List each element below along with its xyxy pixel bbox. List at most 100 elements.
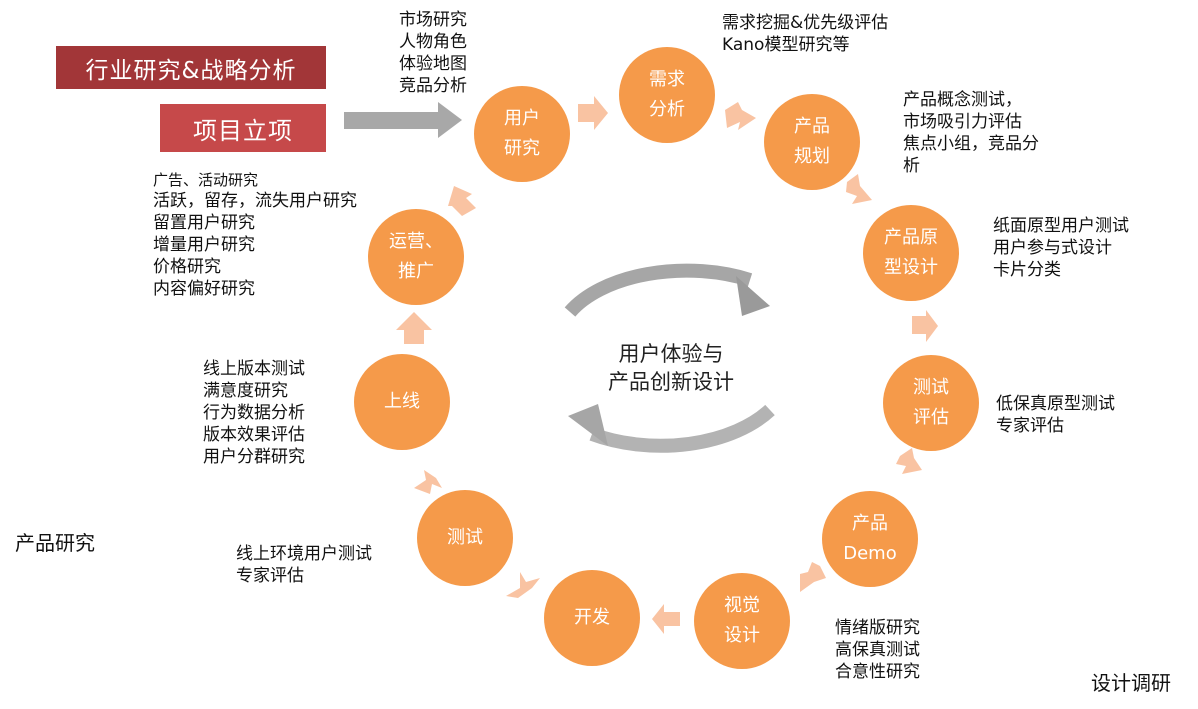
step-arrow-2 (725, 102, 756, 130)
note-line: 高保真测试 (835, 640, 920, 660)
step-arrow-6 (800, 562, 826, 592)
upper-cycle-arc (564, 263, 753, 317)
note-line: 线上环境用户测试 (236, 544, 372, 564)
node-launch: 上线 (354, 354, 450, 450)
note-line: 合意性研究 (835, 662, 920, 682)
node-development: 开发 (544, 570, 640, 666)
note-line: 内容偏好研究 (153, 279, 255, 299)
industry-strategy-tag: 行业研究&战略分析 (56, 46, 326, 89)
node-label-line: 规划 (794, 146, 830, 167)
node-operation: 运营、 推广 (368, 209, 464, 305)
node-label-line: 评估 (913, 407, 949, 428)
node-testing: 测试 (417, 490, 513, 586)
note-line: 增量用户研究 (153, 235, 255, 255)
note-line: 用户参与式设计 (993, 238, 1112, 258)
step-arrow-10 (396, 312, 432, 344)
node-label-line: 研究 (504, 138, 540, 159)
note-line: 价格研究 (153, 257, 221, 277)
center-title-line-1: 用户体验与 (618, 342, 724, 366)
node-visual-design: 视觉 设计 (694, 573, 790, 669)
project-initiation-label: 项目立项 (193, 116, 293, 145)
node-demand-analysis: 需求 分析 (619, 47, 715, 143)
node-label-line: 分析 (649, 99, 685, 120)
note-line: 活跃，留存，流失用户研究 (153, 191, 357, 211)
label-product-research-text: 产品研究 (15, 531, 95, 555)
industry-strategy-label: 行业研究&战略分析 (85, 57, 297, 84)
note-line: 专家评估 (236, 566, 304, 586)
note-line: 版本效果评估 (203, 425, 305, 445)
note-line: 满意度研究 (203, 381, 288, 401)
step-arrow-7 (652, 604, 680, 634)
label-design-research-text: 设计调研 (1091, 671, 1171, 695)
note-testing: 线上环境用户测试 专家评估 (236, 543, 372, 587)
step-arrow-11 (448, 186, 476, 216)
note-visual: 情绪版研究 高保真测试 合意性研究 (835, 617, 920, 683)
note-line: 纸面原型用户测试 (993, 216, 1129, 236)
note-user-research: 市场研究 人物角色 体验地图 竞品分析 (399, 9, 467, 97)
center-title: 用户体验与 产品创新设计 (596, 340, 746, 396)
note-test-eval: 低保真原型测试 专家评估 (996, 393, 1115, 437)
node-label-line: 上线 (384, 391, 420, 412)
center-title-line-2: 产品创新设计 (608, 370, 734, 394)
node-label-line: 产品 (852, 513, 888, 534)
step-arrow-1 (578, 96, 608, 130)
lower-cycle-arc (589, 404, 775, 453)
note-line: 情绪版研究 (835, 618, 920, 638)
node-label-line: 测试 (913, 377, 949, 398)
step-arrow-5 (896, 448, 922, 474)
lower-cycle-arrowhead (568, 404, 608, 446)
upper-cycle-arrowhead (736, 276, 770, 316)
node-test-eval: 测试 评估 (883, 355, 979, 451)
note-line: 留置用户研究 (153, 213, 255, 233)
note-line: Kano模型研究等 (722, 35, 850, 55)
note-line: 卡片分类 (993, 260, 1061, 280)
note-line: 市场吸引力评估 (903, 112, 1022, 132)
note-line: 人物角色 (399, 32, 467, 52)
note-operation: 广告、活动研究 活跃，留存，流失用户研究 留置用户研究 增量用户研究 价格研究 … (153, 170, 357, 300)
note-line: 行为数据分析 (203, 403, 305, 423)
note-line: 用户分群研究 (203, 447, 305, 467)
project-initiation-tag: 项目立项 (160, 104, 326, 152)
note-prototype: 纸面原型用户测试 用户参与式设计 卡片分类 (993, 215, 1129, 281)
note-title: 广告、活动研究 (153, 171, 259, 189)
label-design-research: 设计调研 (1091, 670, 1171, 696)
note-line: 低保真原型测试 (996, 394, 1115, 414)
step-arrow-8 (506, 572, 540, 598)
note-line: 市场研究 (399, 10, 467, 30)
note-demand: 需求挖掘&优先级评估 Kano模型研究等 (722, 12, 888, 56)
note-launch: 线上版本测试 满意度研究 行为数据分析 版本效果评估 用户分群研究 (203, 358, 305, 468)
node-product-planning: 产品 规划 (764, 94, 860, 190)
note-line: 体验地图 (399, 54, 467, 74)
step-arrow-4 (912, 310, 938, 342)
node-label-line: 型设计 (884, 257, 938, 278)
node-label-line: 运营、 (389, 231, 443, 252)
note-line: 焦点小组，竞品分 (903, 134, 1039, 154)
label-product-research: 产品研究 (15, 530, 95, 556)
note-line: 专家评估 (996, 416, 1064, 436)
note-line: 竞品分析 (399, 76, 467, 96)
node-label-line: 视觉 (724, 595, 760, 616)
center-cycle-arrows (564, 263, 775, 453)
node-label-line: 设计 (724, 625, 760, 646)
node-label-line: 用户 (504, 108, 540, 129)
step-arrow-9 (414, 470, 442, 494)
step-arrow-3 (846, 174, 872, 204)
node-user-research: 用户 研究 (474, 86, 570, 182)
step-arrows (396, 96, 938, 634)
node-prototype-design: 产品原 型设计 (863, 205, 959, 301)
node-product-demo: 产品 Demo (822, 491, 918, 587)
note-planning: 产品概念测试， 市场吸引力评估 焦点小组，竞品分 析 (903, 89, 1039, 177)
node-label-line: 开发 (574, 607, 610, 628)
node-label-line: 测试 (447, 527, 483, 548)
note-line: 线上版本测试 (203, 359, 305, 379)
note-line: 析 (903, 156, 920, 176)
node-label-line: 需求 (649, 69, 685, 90)
node-label-line: 推广 (398, 261, 434, 282)
node-label-line: 产品原 (884, 227, 938, 248)
note-line: 产品概念测试， (903, 90, 1022, 110)
note-line: 需求挖掘&优先级评估 (722, 13, 889, 33)
node-label-line: Demo (843, 543, 897, 564)
entry-arrow (344, 102, 462, 138)
node-label-line: 产品 (794, 116, 830, 137)
